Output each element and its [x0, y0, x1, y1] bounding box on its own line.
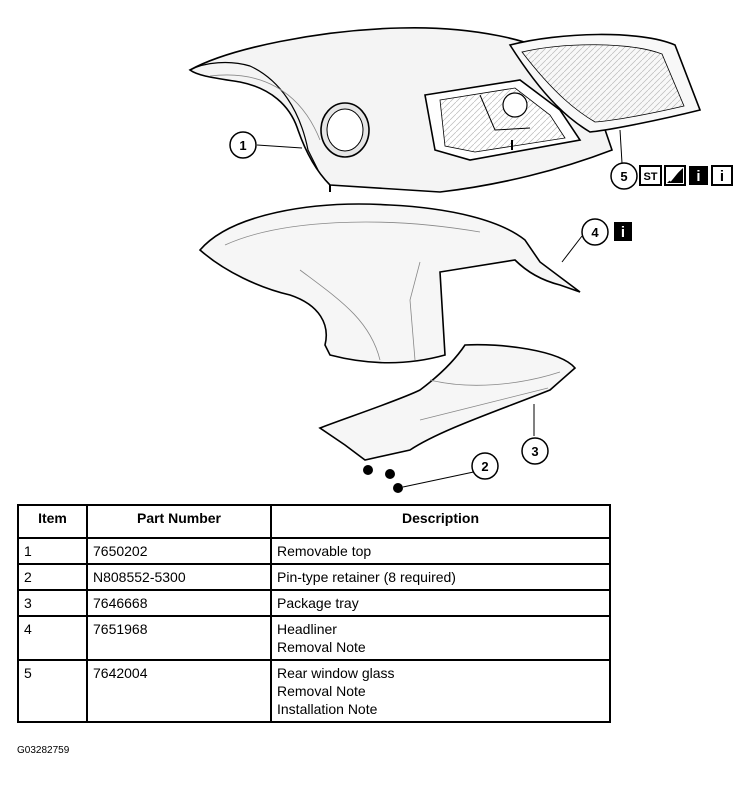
item-cell: 5 [17, 659, 88, 723]
part-number-cell: 7651968 [86, 615, 272, 661]
svg-text:i: i [696, 168, 700, 185]
callout-4: 4 [581, 218, 609, 246]
description-cell: Headliner Removal Note [270, 615, 611, 661]
table-row: 4 7651968 Headliner Removal Note [17, 615, 611, 661]
description-cell: Pin-type retainer (8 required) [270, 563, 611, 591]
exploded-parts-diagram: 1 2 3 4 i 5 ST i i [188, 27, 733, 493]
svg-text:i: i [621, 224, 625, 241]
svg-text:i: i [720, 168, 724, 185]
description-line: Headliner [277, 621, 337, 637]
description-line: Rear window glass [277, 665, 395, 681]
callout-1: 1 [229, 131, 257, 159]
table-row: 2 N808552-5300 Pin-type retainer (8 requ… [17, 563, 611, 591]
part-number-cell: 7642004 [86, 659, 272, 723]
callout-2: 2 [471, 452, 499, 480]
description-line: Removal Note [277, 639, 366, 655]
special-tool-icon: ST [639, 165, 662, 186]
part-number-cell: 7650202 [86, 537, 272, 565]
item-cell: 3 [17, 589, 88, 617]
header-item: Item [17, 504, 88, 539]
callout-3: 3 [521, 437, 549, 465]
rear-window-glass-drawing [508, 33, 702, 133]
lubricant-icon [664, 165, 686, 186]
package-tray-drawing [318, 343, 577, 461]
description-line: Package tray [277, 595, 359, 611]
info-icon: i [689, 166, 708, 185]
description-cell: Rear window glass Removal Note Installat… [270, 659, 611, 723]
part-number-cell: N808552-5300 [86, 563, 272, 591]
svg-text:2: 2 [481, 459, 488, 474]
description-line: Removal Note [277, 683, 366, 699]
svg-text:4: 4 [591, 225, 599, 240]
table-row: 3 7646668 Package tray [17, 589, 611, 617]
header-part-number: Part Number [86, 504, 272, 539]
parts-table: Item Part Number Description 1 7650202 R… [17, 504, 611, 723]
svg-text:1: 1 [239, 138, 246, 153]
headliner-drawing [198, 203, 581, 364]
callout-5: 5 [610, 162, 638, 190]
info-icon: i [711, 165, 733, 186]
svg-text:3: 3 [531, 444, 538, 459]
description-cell: Removable top [270, 537, 611, 565]
description-line: Pin-type retainer (8 required) [277, 569, 456, 585]
leader-lines [256, 129, 623, 488]
description-line: Installation Note [277, 701, 378, 717]
item-cell: 2 [17, 563, 88, 591]
description-cell: Package tray [270, 589, 611, 617]
header-description: Description [270, 504, 611, 539]
pin-retainers-drawing [363, 465, 403, 493]
removable-top-drawing [188, 27, 614, 193]
part-number-cell: 7646668 [86, 589, 272, 617]
item-cell: 1 [17, 537, 88, 565]
table-row: 5 7642004 Rear window glass Removal Note… [17, 659, 611, 723]
table-header-row: Item Part Number Description [17, 504, 611, 539]
description-line: Removable top [277, 543, 372, 559]
table-row: 1 7650202 Removable top [17, 537, 611, 565]
svg-text:ST: ST [643, 171, 657, 183]
item-cell: 4 [17, 615, 88, 661]
svg-text:5: 5 [620, 169, 627, 184]
info-icon: i [614, 222, 632, 241]
figure-id: G03282759 [17, 745, 70, 756]
